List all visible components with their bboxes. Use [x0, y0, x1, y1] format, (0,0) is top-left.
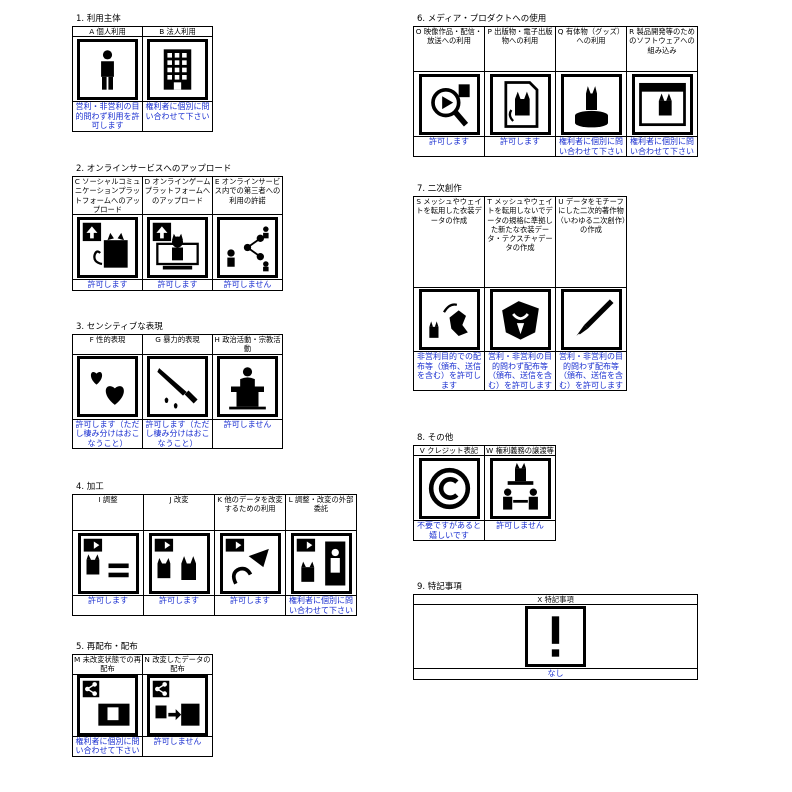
answer-text: なし: [413, 668, 698, 680]
col-label: W 権利義務の譲渡等: [484, 444, 556, 457]
adjust-equal-icon: [77, 532, 139, 594]
col-label: H 政治活動・宗教活動: [212, 334, 283, 355]
col-label: T メッシュやウェイトを転用しないでデータの規格に準拠した新たな衣装データ・テク…: [484, 196, 556, 288]
answer-text: 許可します: [72, 279, 143, 291]
license-table: M 未改変状態での再配布 N 改変したデータの配布 権利者に個別に問い合わせて下…: [72, 654, 283, 757]
new-costume-icon: [489, 289, 551, 350]
section-title: 7. 二次創作: [417, 184, 462, 194]
col-label: Q 有体物（グッズ）への利用: [555, 26, 627, 72]
col-label: S メッシュやウェイトを転用した衣装データの作成: [413, 196, 485, 288]
answer-text: 許可します: [143, 594, 215, 617]
col-label: I 調整: [72, 494, 144, 531]
section-title: 8. その他: [417, 433, 454, 443]
license-table: A 個人利用 B 法人利用 営利・非営利の目的問わず利用を許可します 権利者に個…: [72, 25, 283, 133]
redistribute-icon: [77, 674, 138, 736]
answer-text: 許可します: [214, 594, 286, 617]
col-label: U データをモチーフにした二次的著作物（いわゆる二次創作）の作成: [555, 196, 627, 288]
reuse-data-icon: [219, 532, 281, 594]
col-label: K 他のデータを改変するための利用: [214, 494, 286, 531]
license-table: X 特記事項 なし: [413, 593, 698, 680]
col-label: P 出版物・電子出版物への利用: [484, 26, 556, 72]
answer-text: 許可しません: [212, 279, 283, 291]
answer-text: 権利者に個別に問い合わせて下さい: [142, 101, 213, 133]
col-label: R 製品開発等のためのソフトウェアへの組み込み: [626, 26, 698, 72]
section-usage-subject: 1. 利用主体 A 個人利用 B 法人利用 営利・非営利の目的問わず利用を許可し…: [72, 14, 283, 133]
section-title: 5. 再配布・配布: [76, 642, 138, 652]
section-title: 3. センシティブな表現: [76, 322, 163, 332]
col-label: A 個人利用: [72, 25, 143, 38]
col-label: M 未改変状態での再配布: [72, 654, 143, 675]
distribute-modified-icon: [147, 674, 208, 736]
outsource-icon: [290, 532, 352, 594]
col-label: V クレジット表記: [413, 444, 485, 457]
publication-icon: [489, 73, 551, 135]
building-icon: [147, 38, 208, 100]
license-table: V クレジット表記 W 権利義務の譲渡等 不要ですがあると嬉しいです 許可しませ…: [413, 444, 556, 542]
section-online-upload: 2. オンラインサービスへのアップロード C ソーシャルコミュニケーションプラッ…: [72, 164, 283, 291]
col-label: D オンラインゲームプラットフォームへのアップロード: [142, 175, 213, 216]
col-label: X 特記事項: [413, 593, 698, 606]
third-party-share-icon: [217, 216, 278, 278]
answer-text: 許可します（ただし棲み分けはおこなうこと）: [72, 418, 143, 450]
answer-text: 営利・非営利の目的問わず利用を許可します: [72, 101, 143, 133]
col-label: B 法人利用: [142, 25, 213, 38]
answer-text: 許可します: [142, 279, 213, 291]
section-redistribution: 5. 再配布・配布 M 未改変状態での再配布 N 改変したデータの配布 権利者に…: [72, 642, 283, 757]
answer-text: 権利者に個別に問い合わせて下さい: [555, 135, 627, 158]
answer-text: 権利者に個別に問い合わせて下さい: [626, 135, 698, 158]
answer-text: 許可します: [72, 594, 144, 617]
answer-text: 許可します: [484, 135, 556, 158]
section-title: 4. 加工: [76, 482, 104, 492]
section-sensitive: 3. センシティブな表現 F 性的表現 G 暴力的表現 H 政治活動・宗教活動 …: [72, 322, 283, 450]
license-table: O 映像作品・配信・放送への利用 P 出版物・電子出版物への利用 Q 有体物（グ…: [413, 26, 698, 158]
col-label: N 改変したデータの配布: [142, 654, 213, 675]
section-title: 1. 利用主体: [76, 14, 121, 24]
section-title: 6. メディア・プロダクトへの使用: [417, 14, 547, 24]
costume-mesh-icon: [418, 289, 480, 350]
answer-text: 許可します: [413, 135, 485, 158]
section-modification: 4. 加工 I 調整 J 改変 K 他のデータを改変するための利用 L 調整・改…: [72, 482, 357, 617]
upload-social-icon: [77, 216, 138, 278]
modify-icon: [148, 532, 210, 594]
answer-text: 許可します（ただし棲み分けはおこなうこと）: [142, 418, 213, 450]
license-table: F 性的表現 G 暴力的表現 H 政治活動・宗教活動 許可します（ただし棲み分け…: [72, 334, 283, 450]
answer-text: 不要ですがあると嬉しいです: [413, 520, 485, 542]
pen-icon: [560, 289, 622, 350]
knife-icon: [147, 356, 208, 418]
col-label: O 映像作品・配信・放送への利用: [413, 26, 485, 72]
upload-game-icon: [147, 216, 208, 278]
license-table: I 調整 J 改変 K 他のデータを改変するための利用 L 調整・改変の外部委託…: [72, 494, 357, 617]
video-magnifier-icon: [418, 73, 480, 135]
person-icon: [77, 38, 138, 100]
col-label: C ソーシャルコミュニケーションプラットフォームへのアップロード: [72, 175, 143, 216]
answer-text: 営利・非営利の目的問わず配布等（頒布、送信を含む）を許可します: [484, 350, 556, 392]
section-title: 2. オンラインサービスへのアップロード: [76, 164, 232, 174]
podium-speaker-icon: [217, 356, 278, 418]
section-special-notes: 9. 特記事項 X 特記事項 なし: [413, 582, 698, 680]
section-title: 9. 特記事項: [417, 582, 462, 592]
answer-text: 非営利目的での配布等（頒布、送信を含む）を許可します: [413, 350, 485, 392]
answer-text: 営利・非営利の目的問わず配布等（頒布、送信を含む）を許可します: [555, 350, 627, 392]
col-label: E オンラインサービス内での第三者への利用の許諾: [212, 175, 283, 216]
goods-figure-icon: [560, 73, 622, 135]
exclamation-icon: [525, 606, 586, 668]
license-table: S メッシュやウェイトを転用した衣装データの作成 T メッシュやウェイトを転用し…: [413, 196, 627, 392]
col-label: F 性的表現: [72, 334, 143, 355]
col-label: J 改変: [143, 494, 215, 531]
hearts-icon: [77, 356, 138, 418]
section-derivative-works: 7. 二次創作 S メッシュやウェイトを転用した衣装データの作成 T メッシュや…: [413, 184, 627, 392]
section-other: 8. その他 V クレジット表記 W 権利義務の譲渡等 不要ですがあると嬉しいで…: [413, 433, 556, 542]
answer-text: 許可しません: [484, 520, 556, 542]
answer-text: 許可しません: [212, 418, 283, 450]
section-media-products: 6. メディア・プロダクトへの使用 O 映像作品・配信・放送への利用 P 出版物…: [413, 14, 698, 158]
copyright-icon: [418, 457, 480, 519]
answer-text: 許可しません: [142, 735, 213, 757]
answer-text: 権利者に個別に問い合わせて下さい: [72, 735, 143, 757]
license-table: C ソーシャルコミュニケーションプラットフォームへのアップロード D オンライン…: [72, 175, 283, 291]
col-label: L 調整・改変の外部委託: [285, 494, 357, 531]
answer-text: 権利者に個別に問い合わせて下さい: [285, 594, 357, 617]
rights-transfer-icon: [489, 457, 551, 519]
software-window-icon: [631, 73, 693, 135]
col-label: G 暴力的表現: [142, 334, 213, 355]
